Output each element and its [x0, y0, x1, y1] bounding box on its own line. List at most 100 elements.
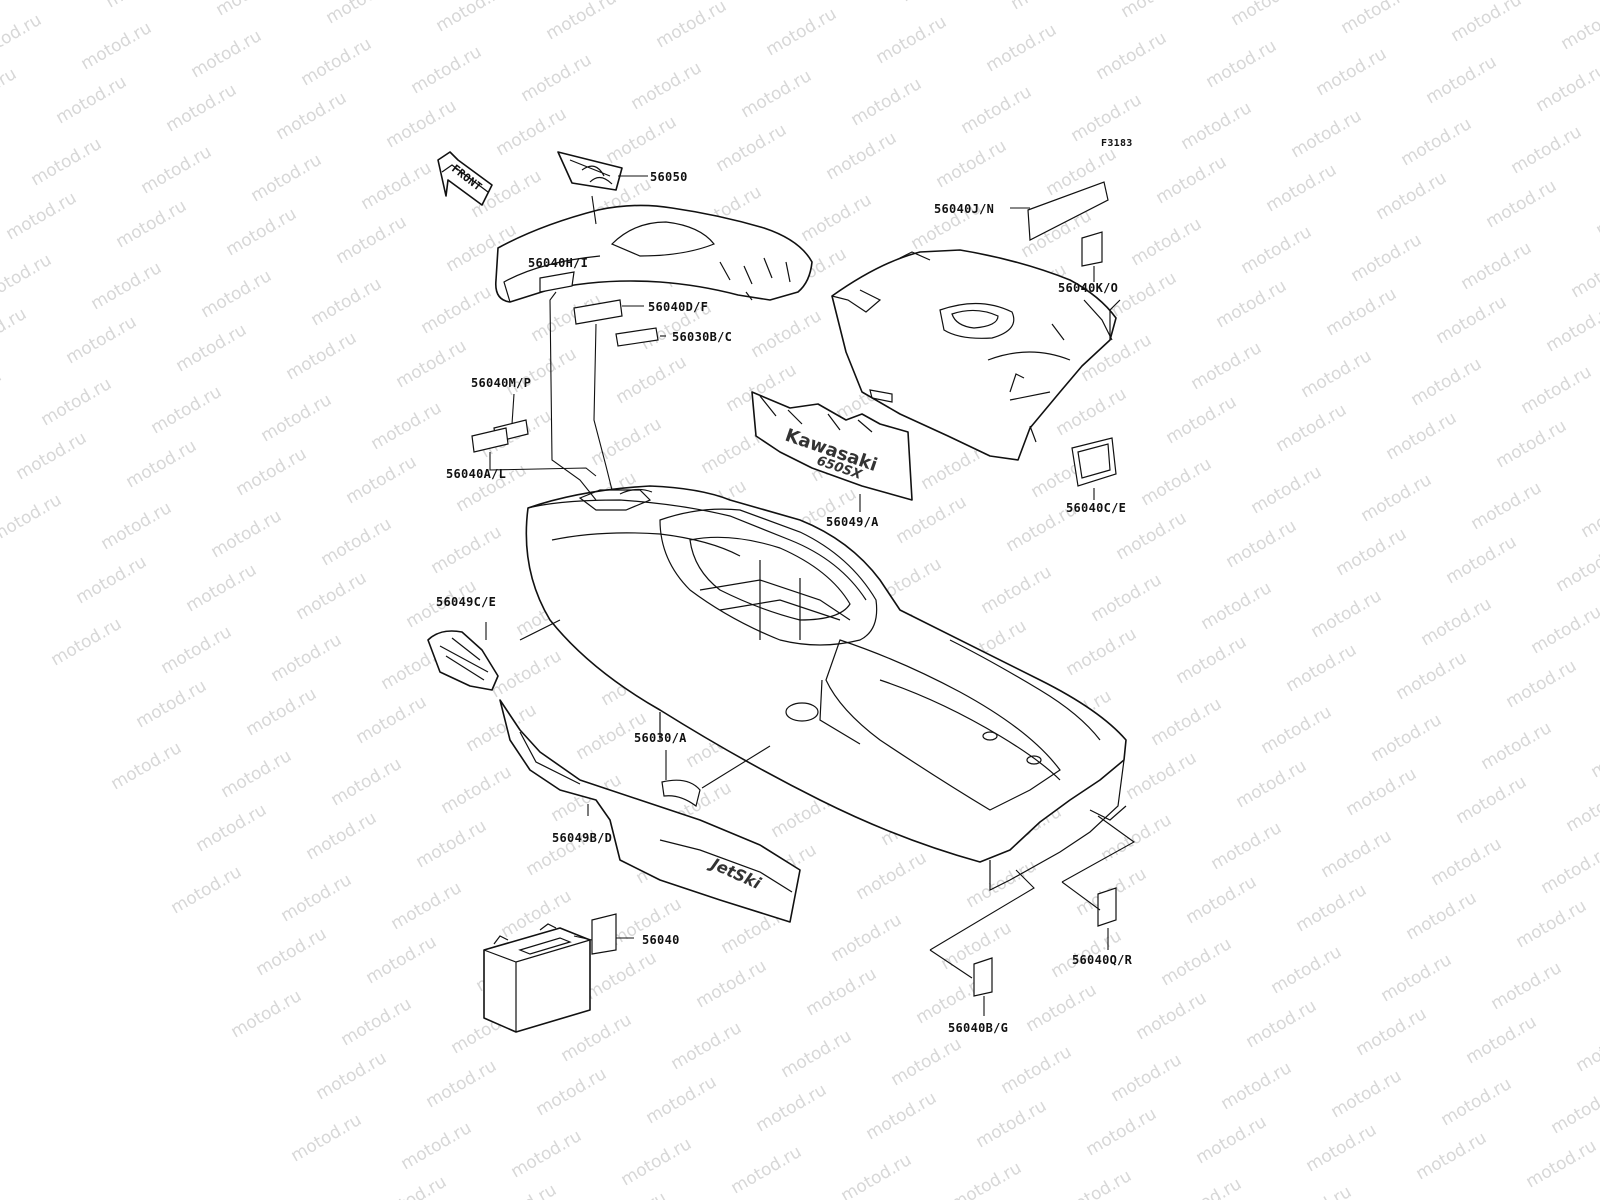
watermark-text: motod.ru	[1188, 338, 1266, 394]
watermark-text: motod.ru	[288, 1110, 366, 1166]
watermark-text: motod.ru	[393, 336, 471, 392]
sheet-56040qr	[1097, 887, 1117, 927]
watermark-text: motod.ru	[1493, 416, 1571, 472]
watermark-text: motod.ru	[888, 1034, 966, 1090]
watermark-text: motod.ru	[1358, 470, 1436, 526]
watermark-text: motod.ru	[668, 1018, 746, 1074]
watermark-text: motod.ru	[88, 258, 166, 314]
watermark-text: motod.ru	[258, 390, 336, 446]
watermark-text: motod.ru	[1373, 168, 1451, 224]
watermark-text: motod.ru	[308, 274, 386, 330]
watermark-text: motod.ru	[208, 506, 286, 562]
watermark-text: motod.ru	[228, 986, 306, 1042]
watermark-text: motod.ru	[558, 1010, 636, 1066]
watermark-text: motod.ru	[163, 80, 241, 136]
watermark-text: motod.ru	[728, 1142, 806, 1198]
watermark-text: motod.ru	[1138, 454, 1216, 510]
watermark-text: motod.ru	[1123, 748, 1201, 804]
watermark-text: motod.ru	[853, 848, 931, 904]
watermark-text: motod.ru	[628, 58, 706, 114]
decal-56049-bd: JetSki	[499, 699, 801, 923]
watermark-text: motod.ru	[1283, 640, 1361, 696]
watermark-text: motod.ru	[38, 374, 116, 430]
decal-56049-a: Kawasaki 650SX	[751, 391, 913, 501]
watermark-text: motod.ru	[48, 614, 126, 670]
watermark-text: motod.ru	[798, 190, 876, 246]
watermark-text: motod.ru	[1293, 880, 1371, 936]
watermark-text: motod.ru	[1193, 1112, 1271, 1168]
leader-lines	[485, 175, 1136, 1016]
watermark-text: motod.ru	[1108, 1050, 1186, 1106]
sheet-56040jn	[1027, 181, 1109, 241]
watermark-text: motod.ru	[1198, 578, 1276, 634]
watermark-text: motod.ru	[828, 910, 906, 966]
watermark-text: motod.ru	[1213, 276, 1291, 332]
watermark-text: motod.ru	[1218, 1058, 1296, 1114]
watermark-text: motod.ru	[318, 514, 396, 570]
watermark-text: motod.ru	[278, 870, 356, 926]
watermark-text: motod.ru	[1168, 1174, 1246, 1200]
watermark-text: motod.ru	[1153, 152, 1231, 208]
watermark-text: motod.ru	[1088, 570, 1166, 626]
watermark-text: motod.ru	[28, 134, 106, 190]
watermark-text: motod.ru	[173, 320, 251, 376]
watermark-text: motod.ru	[188, 26, 266, 82]
watermark-text: motod.ru	[1573, 1020, 1600, 1076]
watermark-text: motod.ru	[893, 492, 971, 548]
watermark-text: motod.ru	[283, 328, 361, 384]
watermark-text: motod.ru	[838, 1150, 916, 1200]
watermark-text: motod.ru	[1503, 656, 1581, 712]
watermark-text: motod.ru	[933, 136, 1011, 192]
watermark-text: motod.ru	[898, 0, 976, 6]
watermark-text: motod.ru	[588, 414, 666, 470]
watermark-text: motod.ru	[1328, 1066, 1406, 1122]
watermark-text: motod.ru	[168, 862, 246, 918]
watermark-text: motod.ru	[333, 212, 411, 268]
watermark-text: motod.ru	[1443, 532, 1521, 588]
watermark-text: motod.ru	[198, 266, 276, 322]
watermark-text: motod.ru	[1183, 872, 1261, 928]
sheet-56040bg	[973, 957, 993, 997]
sheet-56040ce	[1071, 437, 1117, 487]
watermark-text: motod.ru	[1428, 834, 1506, 890]
watermark-text: motod.ru	[543, 0, 621, 44]
watermark-text: motod.ru	[1163, 392, 1241, 448]
watermark-text: motod.ru	[1508, 122, 1586, 178]
watermark-text: motod.ru	[873, 12, 951, 68]
watermark-text: motod.ru	[1083, 1104, 1161, 1160]
sheet-56040	[591, 913, 617, 955]
watermark-text: motod.ru	[1528, 602, 1600, 658]
watermark-text: motod.ru	[0, 304, 30, 360]
watermark-text: motod.ru	[133, 676, 211, 732]
watermark-text: motod.ru	[533, 1064, 611, 1120]
watermark-text: motod.ru	[1313, 44, 1391, 100]
watermark-text: motod.ru	[823, 128, 901, 184]
watermark-text: motod.ru	[1248, 462, 1326, 518]
figure-code: F3183	[1101, 138, 1133, 149]
label-56040ce: 56040C/E	[1066, 501, 1126, 515]
watermark-text: motod.ru	[0, 10, 45, 66]
watermark-text: motod.ru	[763, 4, 841, 60]
watermark-text: motod.ru	[183, 560, 261, 616]
label-56040df: 56040D/F	[648, 300, 708, 314]
watermark-text: motod.ru	[998, 1042, 1076, 1098]
watermark-text: motod.ru	[1588, 726, 1600, 782]
watermark-text: motod.ru	[418, 282, 496, 338]
sheet-56040ko	[1081, 231, 1103, 267]
watermark-text: motod.ru	[1323, 284, 1401, 340]
watermark-text: motod.ru	[713, 120, 791, 176]
sheet-56040al	[471, 427, 509, 453]
label-56040mp: 56040M/P	[471, 376, 531, 390]
watermark-text: motod.ru	[1263, 160, 1341, 216]
watermark-text: motod.ru	[1548, 1082, 1600, 1138]
watermark-text: motod.ru	[0, 366, 5, 422]
watermark-text: motod.ru	[113, 196, 191, 252]
watermark-text: motod.ru	[1468, 478, 1546, 534]
watermark-text: motod.ru	[1278, 1182, 1356, 1200]
watermark-text: motod.ru	[13, 428, 91, 484]
watermark-text: motod.ru	[0, 0, 70, 4]
watermark-text: motod.ru	[1238, 222, 1316, 278]
watermark-text: motod.ru	[103, 0, 181, 12]
watermark-text: motod.ru	[158, 622, 236, 678]
watermark-text: motod.ru	[78, 18, 156, 74]
